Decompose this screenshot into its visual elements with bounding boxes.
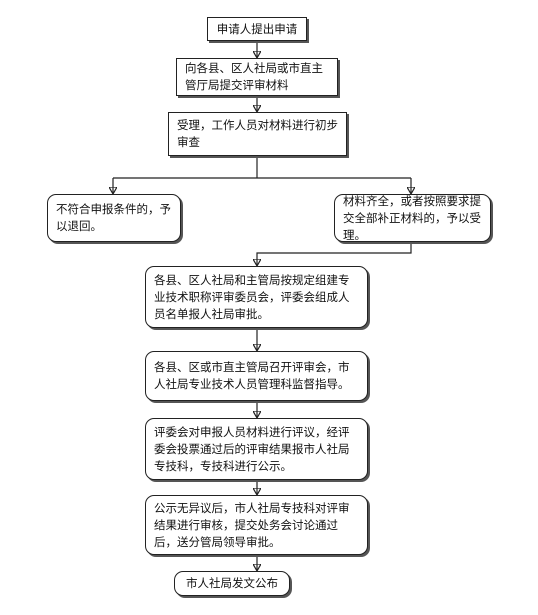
node-submit-materials: 向各县、区人社局或市直主管厅局提交评审材料 bbox=[176, 58, 338, 96]
arrow-n5-n6 bbox=[257, 241, 412, 265]
node-rejected: 不符合申报条件的，予以退回。 bbox=[47, 194, 181, 242]
node-accept-review: 受理，工作人员对材料进行初步审查 bbox=[168, 112, 347, 156]
node-review-meeting: 各县、区或市直主管局召开评审会，市人社局专业技术人员管理科监督指导。 bbox=[145, 351, 368, 401]
node-submit-materials-text: 向各县、区人社局或市直主管厅局提交评审材料 bbox=[185, 61, 323, 92]
node-publish: 市人社局发文公布 bbox=[174, 571, 290, 596]
node-accepted-text: 材料齐全，或者按照要求提交全部补正材料的，予以受理。 bbox=[343, 193, 481, 242]
node-apply-text: 申请人提出申请 bbox=[216, 21, 298, 36]
node-approval: 公示无异议后，市人社局专技科对评审结果进行审核，提交处务会讨论通过后，送分管局领… bbox=[145, 495, 368, 555]
node-committee: 各县、区人社局和主管局按规定组建专业技术职称评审委员会，评委会组成人员名单报人社… bbox=[145, 266, 368, 328]
node-accept-review-text: 受理，工作人员对材料进行初步审查 bbox=[177, 118, 338, 149]
node-evaluation-text: 评委会对申报人员材料进行评议，经评委会投票通过后的评审结果报市人社局专技科，专技… bbox=[154, 424, 350, 473]
node-evaluation: 评委会对申报人员材料进行评议，经评委会投票通过后的评审结果报市人社局专技科，专技… bbox=[145, 418, 368, 480]
node-committee-text: 各县、区人社局和主管局按规定组建专业技术职称评审委员会，评委会组成人员名单报人社… bbox=[154, 272, 350, 321]
node-apply: 申请人提出申请 bbox=[207, 17, 307, 41]
node-rejected-text: 不符合申报条件的，予以退回。 bbox=[56, 202, 171, 233]
node-review-meeting-text: 各县、区或市直主管局召开评审会，市人社局专业技术人员管理科监督指导。 bbox=[154, 360, 350, 391]
node-approval-text: 公示无异议后，市人社局专技科对评审结果进行审核，提交处务会讨论通过后，送分管局领… bbox=[154, 500, 350, 549]
node-publish-text: 市人社局发文公布 bbox=[186, 576, 278, 590]
node-accepted: 材料齐全，或者按照要求提交全部补正材料的，予以受理。 bbox=[334, 194, 491, 242]
